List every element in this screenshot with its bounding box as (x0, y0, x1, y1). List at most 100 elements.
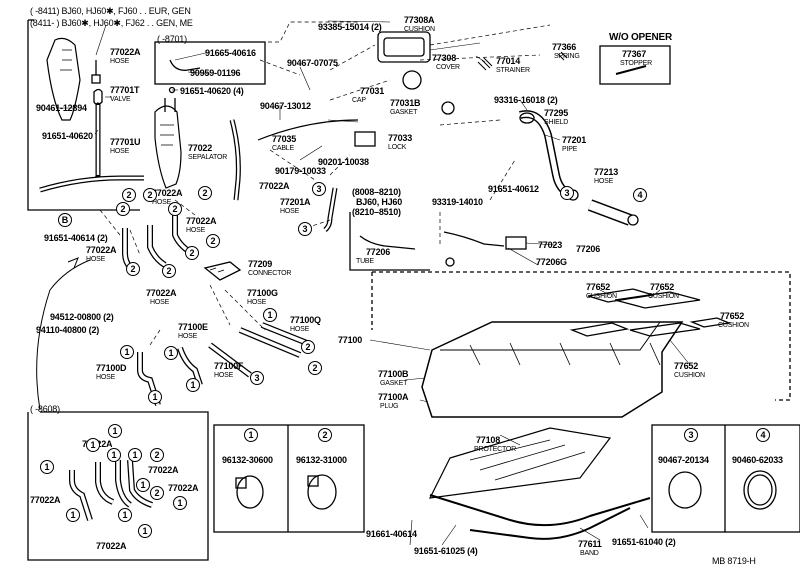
ref-1-circle-inset-f: 1 (136, 478, 150, 492)
part-77611: 77611 (578, 539, 602, 549)
ref-4-circle-header: 4 (756, 428, 770, 442)
part-77014-name: STRAINER (496, 67, 530, 74)
part-77014: 77014 (496, 56, 521, 66)
ref-1-circle-c: 1 (263, 308, 277, 322)
model-header-line2: (8411- ) BJ60✱, HJ60✱, FJ62 . . GEN, ME (30, 18, 193, 28)
part-77206g: 77206G (536, 257, 567, 267)
part-91651-61025: 91651-61025 (4) (414, 546, 478, 556)
ref-3-circle-c: 3 (560, 186, 574, 200)
part-77366: 77366 (552, 42, 577, 52)
part-77022a-inset-c: 77022A (168, 483, 199, 493)
part-91651-40614: 91651-40614 (2) (44, 233, 108, 243)
part-77206-b: 77206 (576, 244, 601, 254)
part-90959-01196: 90959-01196 (190, 68, 241, 78)
part-77022a-inset-e: 77022A (96, 541, 127, 551)
part-91651-40612: 91651-40612 (488, 184, 539, 194)
part-77022a-b-name: HOSE (152, 199, 172, 206)
ref-1-circle-inset-d: 1 (128, 448, 142, 462)
range-models: BJ60, HJ60 (356, 197, 403, 207)
part-96132-30600: 96132-30600 (222, 455, 273, 465)
part-77209-name: CONNECTOR (248, 270, 292, 277)
part-77652-b: 77652 (650, 282, 675, 292)
ref-2-circle-f: 2 (206, 234, 220, 248)
part-77209: 77209 (248, 259, 273, 269)
part-90461-12894: 90461-12894 (36, 103, 87, 113)
part-77022a: 77022A (110, 47, 141, 57)
part-77367: 77367 (622, 49, 647, 59)
part-77033: 77033 (388, 133, 413, 143)
ref-2-circle-inset: 2 (150, 448, 164, 462)
ref-3-circle-b: 3 (298, 222, 312, 236)
ref-2-circle-j: 2 (308, 361, 322, 375)
ref-2-circle-d: 2 (198, 186, 212, 200)
range-8210-8510: (8210–8510) (352, 207, 401, 217)
part-77201: 77201 (562, 135, 587, 145)
ref-1-circle-inset-h: 1 (66, 508, 80, 522)
ref-1-circle: 1 (120, 345, 134, 359)
part-77022a-main: 77022A (259, 181, 290, 191)
part-77366-name: SPRING (554, 53, 580, 60)
part-77308: 77308 (432, 53, 457, 63)
w-o-opener-title: W/O OPENER (609, 32, 673, 43)
part-77701u: 77701U (110, 137, 141, 147)
ref-1-circle-d: 1 (148, 390, 162, 404)
ref-2-circle-h: 2 (126, 262, 140, 276)
ref-2-circle-b: 2 (143, 188, 157, 202)
part-77100a-name: PLUG (380, 403, 399, 410)
part-90467-13012: 90467-13012 (260, 101, 311, 111)
range-8008-8210: (8008–8210) (352, 187, 401, 197)
part-77022a-inset-b: 77022A (148, 465, 179, 475)
ref-1-circle-e: 1 (186, 378, 200, 392)
part-77100b: 77100B (378, 369, 409, 379)
ref-1-circle-inset-j: 1 (138, 524, 152, 538)
part-77035: 77035 (272, 134, 297, 144)
part-77652-d: 77652 (674, 361, 699, 371)
ref-1-circle-header: 1 (244, 428, 258, 442)
part-77701t: 77701T (110, 85, 140, 95)
part-77652-b-name: CUSHION (648, 293, 679, 300)
ref-2-circle-c: 2 (116, 202, 130, 216)
part-77100f-name: HOSE (214, 372, 234, 379)
part-77213-name: HOSE (594, 178, 614, 185)
ref-2-circle-e: 2 (168, 202, 182, 216)
ref-2-circle-i: 2 (162, 264, 176, 278)
part-90460-62033: 90460-62033 (732, 455, 783, 465)
part-77308a: 77308A (404, 15, 435, 25)
part-77035-name: CABLE (272, 145, 294, 152)
ref-4-circle: 4 (633, 188, 647, 202)
ref-2-circle-header: 2 (318, 428, 332, 442)
ref-3-circle-d: 3 (250, 371, 264, 385)
inset-range-8608: ( -8608) (30, 404, 60, 414)
part-77701u-name: HOSE (110, 148, 130, 155)
part-77100g-name: HOSE (247, 299, 267, 306)
part-77308a-name: CUSHION (404, 26, 435, 33)
part-77022a-c-name: HOSE (186, 227, 206, 234)
part-77100q: 77100Q (290, 315, 321, 325)
part-77100a: 77100A (378, 392, 409, 402)
ref-1-circle-inset-c: 1 (107, 448, 121, 462)
inset-range-8701: ( -8701) (157, 34, 187, 44)
part-93319-14010: 93319-14010 (432, 197, 483, 207)
part-77652-d-name: CUSHION (674, 372, 705, 379)
part-77206-name: TUBE (356, 258, 374, 265)
part-77022a-e-name: HOSE (150, 299, 170, 306)
part-77201a: 77201A (280, 197, 311, 207)
part-77022-name: SEPALATOR (188, 154, 228, 161)
part-77108: 77108 (476, 435, 501, 445)
part-77031b-name: GASKET (390, 109, 418, 116)
part-91661-40614: 91661-40614 (366, 529, 417, 539)
part-77100g: 77100G (247, 288, 278, 298)
ref-1-circle-inset-g: 1 (173, 496, 187, 510)
part-77295-name: SHIELD (544, 119, 569, 126)
part-77201-name: PIPE (562, 146, 578, 153)
part-77022a-inset-d: 77022A (30, 495, 61, 505)
part-77100q-name: HOSE (290, 326, 310, 333)
ref-2-circle-inset-b: 2 (150, 486, 164, 500)
part-77031: 77031 (360, 86, 385, 96)
part-77652-c: 77652 (720, 311, 745, 321)
ref-1-circle-inset-e: 1 (40, 460, 54, 474)
part-91665-40616: 91665-40616 (205, 48, 256, 58)
part-77611-name: BAND (580, 550, 599, 557)
ref-1-circle-b: 1 (164, 346, 178, 360)
